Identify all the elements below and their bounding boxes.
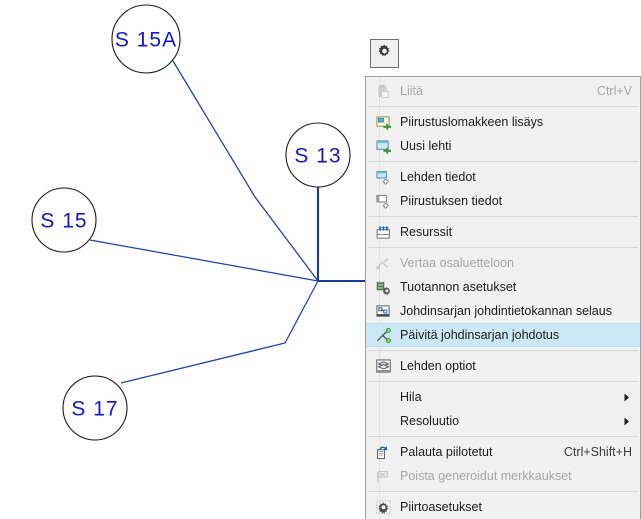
no-icon [372, 412, 394, 430]
gear-button[interactable] [370, 39, 399, 68]
menu-item-shortcut: Ctrl+Shift+H [563, 445, 632, 459]
menu-separator [368, 381, 638, 382]
node-circle [31, 187, 97, 253]
drawing-canvas[interactable]: S 15A S 13 S 15 S 17 [0, 0, 641, 483]
menu-item-p-ivit-johdinsarjan-johdotus[interactable]: Päivitä johdinsarjan johdotus [366, 323, 640, 347]
wire-s15 [89, 239, 319, 282]
menu-separator [368, 106, 638, 107]
node-circle [285, 122, 351, 188]
menu-separator [368, 491, 638, 492]
menu-item-liit: Liitä Ctrl+V [366, 79, 640, 103]
wire-s17 [120, 280, 319, 384]
menu-item-label: Tuotannon asetukset [400, 280, 517, 294]
menu-separator [368, 216, 638, 217]
sheet-properties-icon [372, 168, 394, 186]
restore-hidden-icon [372, 443, 394, 461]
sheet-options-icon [372, 357, 394, 375]
add-drawing-form-icon [372, 113, 394, 131]
menu-item-resurssit[interactable]: Resurssit [366, 220, 640, 244]
menu-item-piirustuksen-tiedot[interactable]: Piirustuksen tiedot [366, 189, 640, 213]
menu-item-label: Piirtoasetukset [400, 500, 482, 514]
node-label: S 15 [40, 210, 87, 233]
menu-item-uusi-lehti[interactable]: Uusi lehti [366, 134, 640, 158]
production-settings-icon [372, 278, 394, 296]
menu-item-label: Liitä [400, 84, 423, 98]
harness-diagram: S 15A S 13 S 15 S 17 [31, 4, 641, 441]
menu-item-label: Resoluutio [400, 414, 460, 428]
menu-item-label: Päivitä johdinsarjan johdotus [400, 328, 560, 342]
menu-item-hila[interactable]: Hila [366, 385, 640, 409]
wire-database-browse-icon [372, 302, 394, 320]
no-icon [372, 388, 394, 406]
menu-item-label: Poista generoidut merkkaukset [400, 469, 572, 483]
menu-item-poista-generoidut-merkkaukset: Poista generoidut merkkaukset [366, 464, 640, 488]
menu-item-label: Resurssit [400, 225, 453, 239]
menu-item-lehden-tiedot[interactable]: Lehden tiedot [366, 165, 640, 189]
menu-item-label: Hila [400, 390, 422, 404]
update-harness-wiring-icon [372, 326, 394, 344]
compare-parts-list-icon [372, 254, 394, 272]
menu-item-label: Palauta piilotetut [400, 445, 493, 459]
menu-item-piirustuslomakkeen-lis-ys[interactable]: Piirustuslomakkeen lisäys [366, 110, 640, 134]
menu-separator [368, 436, 638, 437]
menu-separator [368, 247, 638, 248]
new-sheet-icon [372, 137, 394, 155]
node-s13[interactable]: S 13 [285, 122, 351, 188]
menu-item-label: Lehden optiot [400, 359, 476, 373]
submenu-arrow-icon [622, 417, 632, 426]
menu-item-shortcut: Ctrl+V [596, 84, 632, 98]
menu-item-label: Piirustuksen tiedot [400, 194, 503, 208]
menu-item-label: Piirustuslomakkeen lisäys [400, 115, 544, 129]
menu-item-palauta-piilotetut[interactable]: Palauta piilotetut Ctrl+Shift+H [366, 440, 640, 464]
menu-item-lehden-optiot[interactable]: Lehden optiot [366, 354, 640, 378]
resources-icon [372, 223, 394, 241]
menu-item-piirtoasetukset[interactable]: Piirtoasetukset [366, 495, 640, 519]
node-s15[interactable]: S 15 [31, 187, 97, 253]
node-s15a[interactable]: S 15A [111, 4, 181, 74]
gear-icon [377, 44, 392, 64]
menu-item-vertaa-osaluetteloon: Vertaa osaluetteloon [366, 251, 640, 275]
menu-separator [368, 161, 638, 162]
node-s17[interactable]: S 17 [62, 375, 128, 441]
menu-item-label: Vertaa osaluetteloon [400, 256, 514, 270]
menu-item-label: Johdinsarjan johdintietokannan selaus [400, 304, 612, 318]
submenu-arrow-icon [622, 393, 632, 402]
wire-s15a [172, 60, 319, 282]
node-label: S 15A [115, 29, 177, 52]
paste-icon [372, 82, 394, 100]
drawing-properties-icon [372, 192, 394, 210]
menu-item-label: Lehden tiedot [400, 170, 476, 184]
menu-item-johdinsarjan-johdintietokannan-selaus[interactable]: Johdinsarjan johdintietokannan selaus [366, 299, 640, 323]
node-label: S 13 [294, 145, 341, 168]
delete-generated-markings-icon [372, 467, 394, 485]
menu-item-tuotannon-asetukset[interactable]: Tuotannon asetukset [366, 275, 640, 299]
drawing-settings-icon [372, 498, 394, 516]
menu-separator [368, 350, 638, 351]
node-circle [111, 4, 181, 74]
node-label: S 17 [71, 398, 118, 421]
menu-item-label: Uusi lehti [400, 139, 452, 153]
node-circle [62, 375, 128, 441]
menu-item-resoluutio[interactable]: Resoluutio [366, 409, 640, 433]
